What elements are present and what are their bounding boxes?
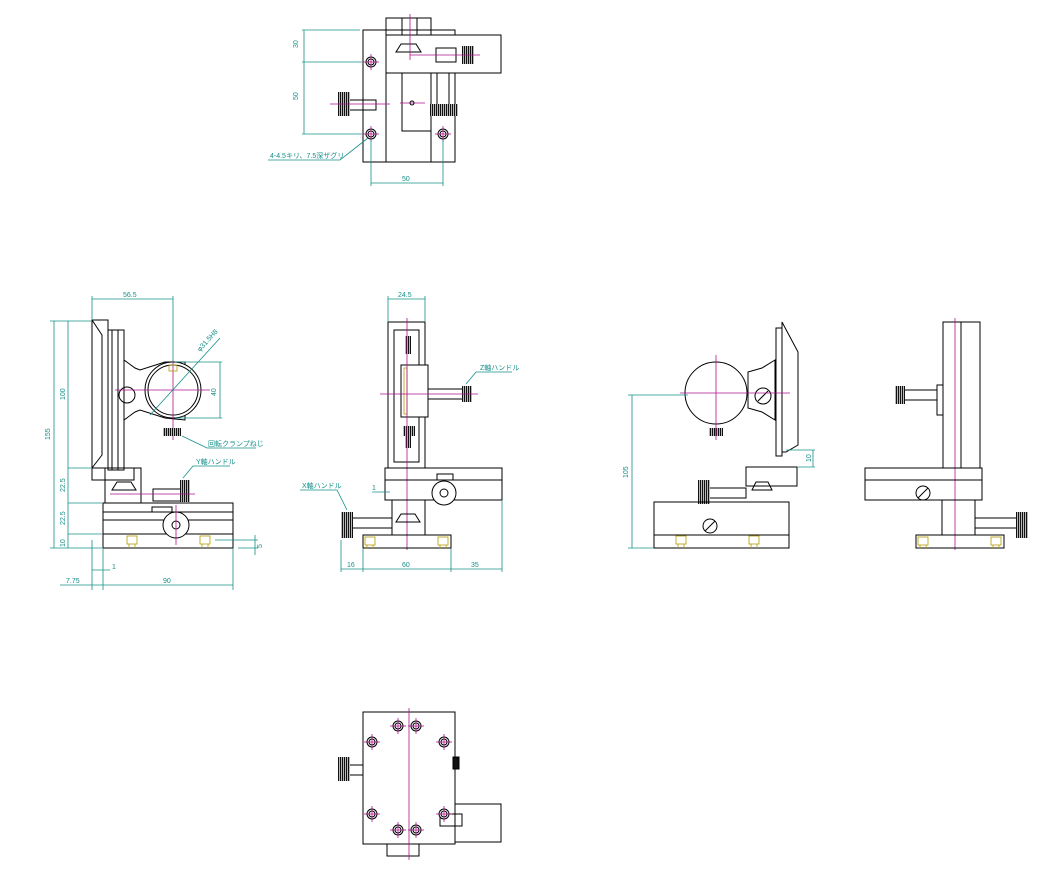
dim-30: 30 (293, 40, 300, 48)
hole-note: 4-4.5キリ、7.5深ザグリ (270, 151, 344, 160)
dim-155: 155 (45, 428, 52, 440)
label-x-handle: X軸ハンドル (302, 481, 342, 490)
rear-view: 105 10 (623, 321, 815, 549)
dim-7-75: 7.75 (66, 578, 80, 585)
dim-24-5: 24.5 (398, 292, 412, 299)
dim-1: 1 (112, 564, 116, 571)
top-view: 30 50 50 4-4.5キリ、7.5深ザグリ (268, 14, 502, 186)
dim-35: 35 (471, 562, 479, 569)
dim-100: 100 (60, 388, 67, 400)
dim-60: 60 (402, 562, 410, 569)
dim-10-rear: 10 (806, 454, 813, 462)
label-y-handle: Y軸ハンドル (196, 457, 236, 466)
label-z-handle: Z軸ハンドル (480, 363, 519, 372)
right-side-view (864, 318, 1028, 550)
dim-90: 90 (163, 578, 171, 585)
dim-16: 16 (347, 562, 355, 569)
side-view: Z軸ハンドル 24.5 1 X軸ハンドル 16 60 35 (300, 292, 519, 572)
bottom-view (338, 708, 502, 860)
dim-22-5-y: 22.5 (60, 478, 67, 492)
mount-hole (362, 53, 380, 71)
dim-22-5-x: 22.5 (60, 511, 67, 525)
dim-10: 10 (60, 539, 67, 547)
dim-40: 40 (211, 388, 218, 396)
front-view: φ31.5H8 40 回転クランプねじ Y軸ハンドル 56.5 155 100 … (45, 292, 264, 590)
dim-bore: φ31.5H8 (196, 328, 219, 353)
dim-50: 50 (402, 176, 410, 183)
dim-56-5: 56.5 (123, 292, 137, 299)
dim-105: 105 (623, 466, 630, 478)
mount-hole (434, 125, 452, 143)
dim-5: 5 (257, 544, 264, 548)
dim-1-side: 1 (372, 485, 376, 492)
dim-50-vertical: 50 (293, 92, 300, 100)
label-clamp: 回転クランプねじ (208, 440, 264, 448)
